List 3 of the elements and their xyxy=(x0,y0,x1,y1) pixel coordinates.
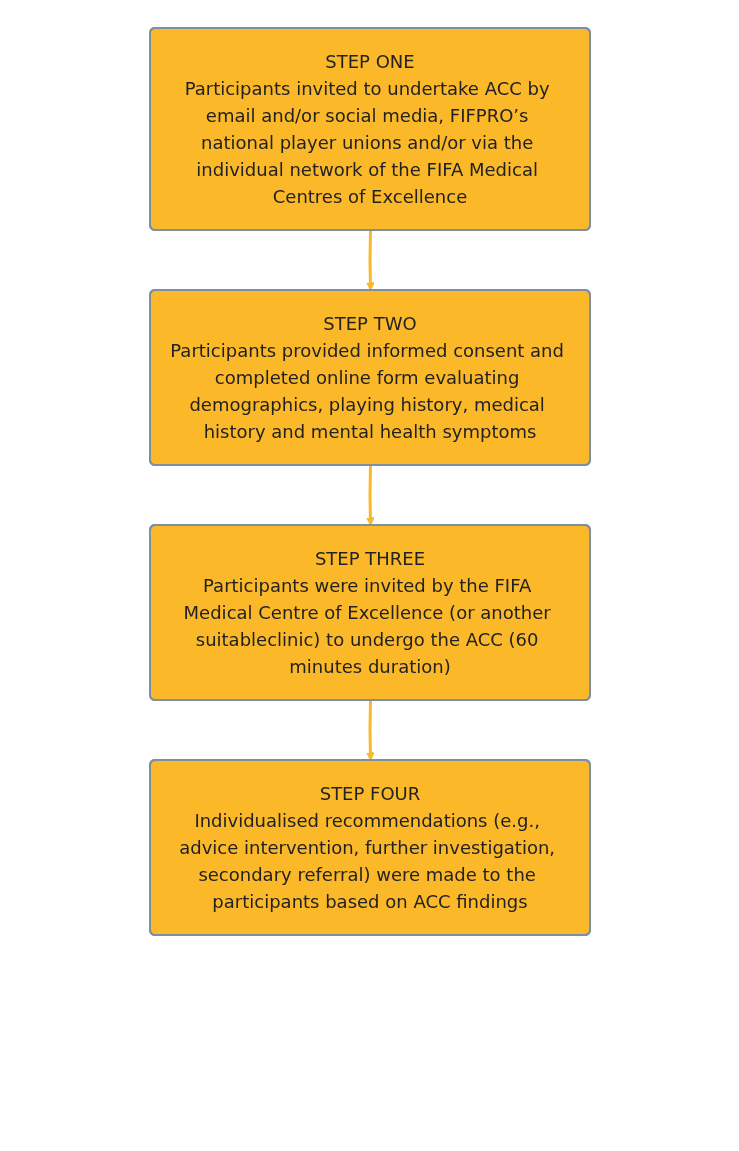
arrow xyxy=(365,700,375,761)
arrow xyxy=(365,230,375,291)
arrow xyxy=(365,465,375,526)
